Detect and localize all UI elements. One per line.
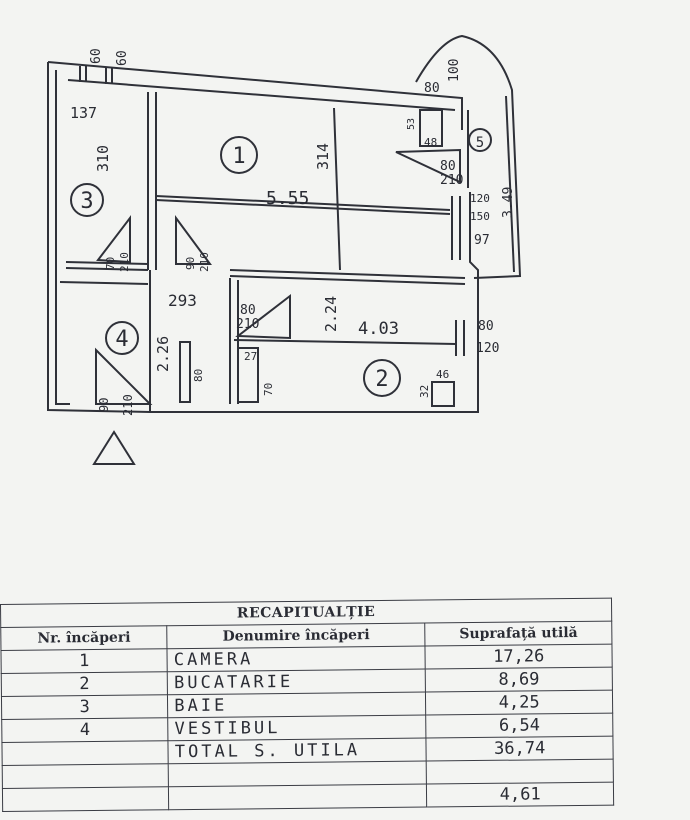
row-nr: 4 — [1, 717, 169, 743]
row-name — [168, 761, 427, 787]
dim-label: 150 — [470, 210, 490, 223]
room-circle — [220, 136, 258, 174]
row-area: 8,69 — [425, 667, 613, 693]
window — [451, 196, 461, 260]
dim-label: 120 — [476, 341, 499, 356]
dim-label: 4.03 — [358, 319, 399, 339]
row-nr — [1, 740, 169, 766]
row-nr: 3 — [1, 694, 168, 720]
dim-label: 80 — [424, 81, 440, 96]
col-header-name: Denumire încăperi — [166, 623, 426, 649]
dim-label: 97 — [474, 233, 490, 248]
col-header-area: Suprafață utilă — [425, 621, 612, 647]
col-header-nr: Nr. încăperi — [0, 625, 168, 651]
row-area: 6,54 — [425, 713, 613, 739]
row-nr — [2, 786, 169, 812]
recap-table: RECAPITUALȚIE Nr. încăperi Denumire încă… — [0, 598, 614, 812]
outer-wall — [47, 61, 479, 413]
dim-label: 70 — [104, 257, 117, 270]
floor-plan: 1 2 3 4 5 60 60 80 100 137 310 53 48 314… — [47, 34, 522, 465]
dim-label: 210 — [236, 317, 259, 332]
room-number-4: 4 — [115, 327, 128, 352]
row-area: 4,61 — [426, 782, 614, 808]
fixture — [419, 109, 443, 147]
entrance-triangle — [92, 430, 136, 465]
dim-label: 48 — [424, 136, 437, 149]
fixture — [431, 381, 455, 407]
dim-label: 80 — [440, 159, 456, 174]
door-swing — [235, 293, 291, 340]
room-number-2: 2 — [375, 367, 388, 392]
dim-label: 210 — [118, 252, 131, 272]
balcony-outline — [415, 34, 522, 279]
door-swing — [96, 215, 131, 264]
dim-label: 80 — [478, 319, 494, 334]
row-name: BUCATARIE — [167, 669, 426, 695]
door-swing — [395, 148, 461, 184]
dim-label: 137 — [70, 104, 97, 122]
dim-label: 60 — [115, 50, 130, 66]
row-area — [426, 759, 614, 785]
dim-label: 60 — [89, 48, 104, 64]
room-circle — [105, 321, 139, 355]
dim-label: 90 — [97, 398, 111, 412]
dim-label: 90 — [184, 257, 197, 270]
window — [455, 320, 465, 356]
balcony-inner — [505, 95, 515, 273]
dim-label: 293 — [168, 291, 197, 310]
row-name: CAMERA — [167, 646, 426, 672]
room-circle — [70, 183, 104, 217]
dim-label: 53 — [406, 118, 417, 130]
row-name: VESTIBUL — [167, 715, 427, 741]
dim-label: 210 — [198, 252, 211, 272]
fixture — [179, 341, 191, 403]
inner-wall — [67, 79, 469, 270]
door-swing — [175, 214, 212, 265]
row-name — [168, 784, 427, 810]
row-nr: 2 — [1, 671, 168, 697]
recap-table-container: RECAPITUALȚIE Nr. încăperi Denumire încă… — [0, 598, 614, 812]
room-number-1: 1 — [232, 144, 245, 169]
dim-label: 2.24 — [322, 296, 340, 332]
window — [79, 66, 113, 84]
row-name: TOTAL S. UTILA — [168, 738, 427, 764]
dim-label: 80 — [192, 369, 205, 382]
dim-label: 210 — [121, 394, 135, 416]
room-divider-2 — [59, 107, 457, 345]
dim-label: 314 — [314, 143, 332, 170]
row-name: BAIE — [167, 692, 426, 718]
row-nr: 1 — [0, 648, 168, 674]
door-swing — [95, 347, 153, 405]
room-circle — [363, 359, 401, 397]
room-number-3: 3 — [80, 189, 93, 214]
row-nr — [2, 763, 169, 789]
room-circle — [468, 128, 492, 152]
room-number-5: 5 — [476, 135, 484, 151]
row-area: 36,74 — [426, 736, 614, 762]
dim-label: 80 — [240, 303, 256, 318]
dim-label: 120 — [470, 192, 490, 205]
row-area: 17,26 — [425, 644, 613, 670]
dim-label: 3.49 — [501, 187, 516, 218]
dim-label: 2.26 — [154, 336, 172, 372]
dim-label: 100 — [447, 59, 462, 82]
dim-label: 5.55 — [266, 188, 309, 209]
dim-label: 310 — [94, 145, 112, 172]
fixture — [237, 347, 259, 403]
dim-label: 27 — [244, 350, 257, 363]
dim-label: 32 — [418, 385, 431, 398]
room-divider — [149, 195, 466, 412]
dim-label: 46 — [436, 368, 449, 381]
dim-label: 210 — [440, 173, 463, 188]
row-area: 4,25 — [425, 690, 613, 716]
dim-label: 70 — [262, 383, 275, 396]
